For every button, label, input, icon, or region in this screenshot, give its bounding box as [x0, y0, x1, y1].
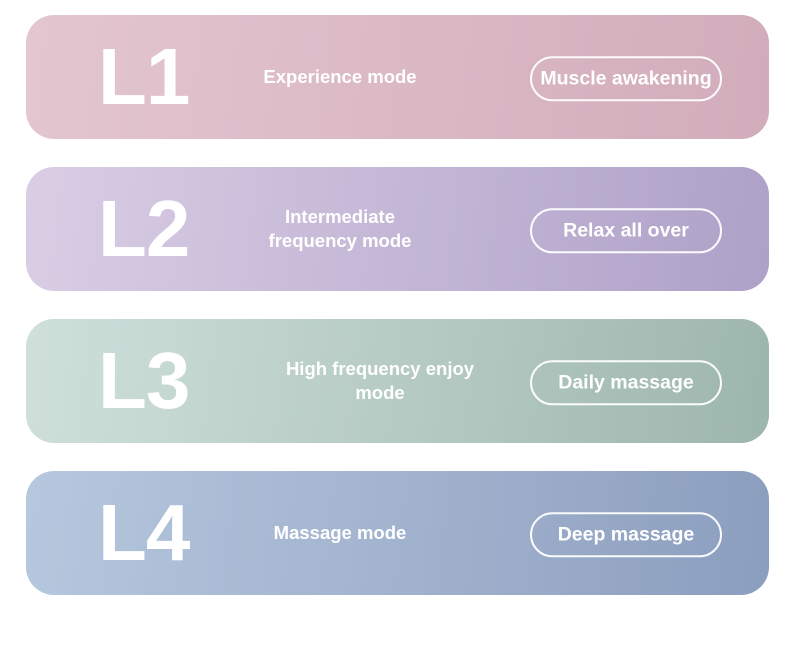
mode-card-l3: L3 High frequency enjoy mode Daily massa…	[26, 319, 769, 443]
level-label-l1: L1	[98, 32, 190, 121]
mode-card-l1: L1 Experience mode Muscle awakening	[26, 15, 769, 139]
level-label-l2: L2	[98, 184, 190, 273]
mode-description-wrap: Massage mode	[195, 521, 485, 545]
benefit-badge-l3: Daily massage	[530, 360, 722, 406]
mode-description-wrap: Experience mode	[195, 65, 485, 89]
benefit-badge-label-l3: Daily massage	[558, 371, 694, 394]
mode-card-l4: L4 Massage mode Deep massage	[26, 471, 769, 595]
mode-description-wrap: High frequency enjoy mode	[235, 357, 525, 405]
mode-description-wrap: Intermediate frequency mode	[195, 205, 485, 253]
mode-card-l2: L2 Intermediate frequency mode Relax all…	[26, 167, 769, 291]
benefit-badge-label-l4: Deep massage	[557, 523, 695, 546]
mode-description-l3: High frequency enjoy mode	[285, 357, 475, 403]
mode-description-l1: Experience mode	[263, 65, 417, 87]
mode-card-stack: L1 Experience mode Muscle awakening L2 I…	[26, 15, 769, 595]
mode-description-l2: Intermediate frequency mode	[268, 205, 412, 251]
benefit-badge-l1: Muscle awakening	[530, 56, 722, 102]
level-label-l3: L3	[98, 336, 190, 425]
benefit-badge-l2: Relax all over	[530, 208, 722, 254]
benefit-badge-label-l2: Relax all over	[563, 219, 689, 242]
level-label-l4: L4	[98, 488, 190, 577]
benefit-badge-l4: Deep massage	[530, 512, 722, 558]
mode-description-l4: Massage mode	[273, 521, 407, 543]
benefit-badge-label-l1: Muscle awakening	[540, 67, 712, 90]
